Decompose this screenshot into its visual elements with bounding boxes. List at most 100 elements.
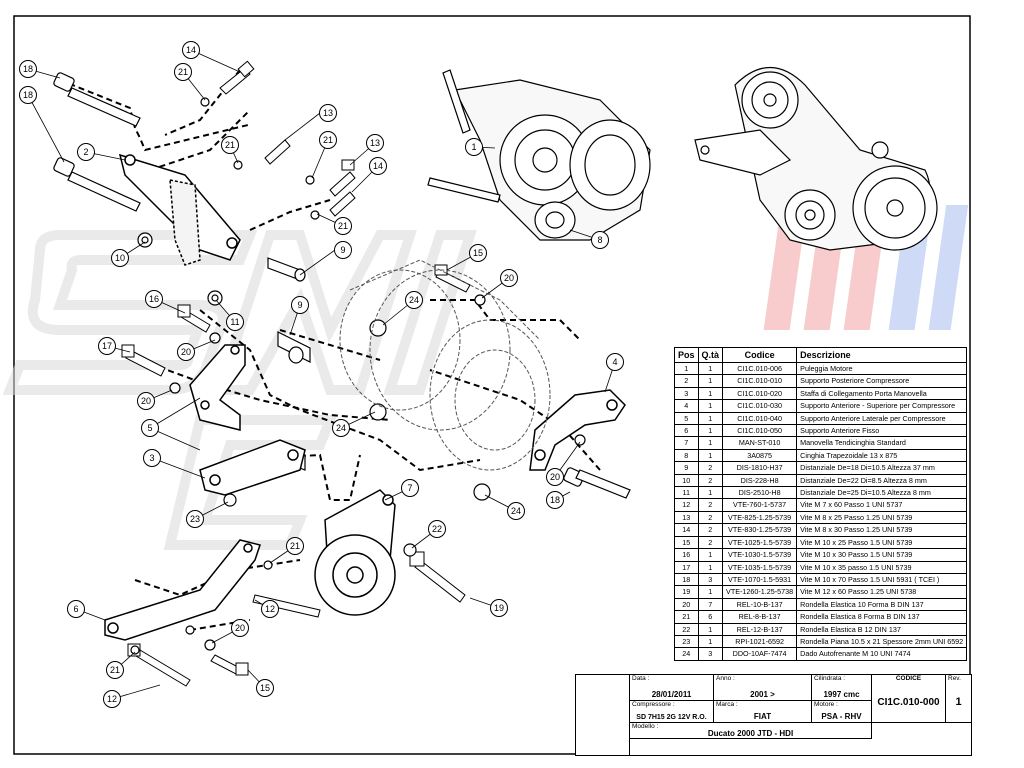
callout-number: 24 — [511, 506, 521, 516]
bom-code: DIS-1810-H37 — [722, 461, 798, 475]
bom-code: CI1C.010-006 — [722, 361, 798, 376]
bom-pos: 17 — [674, 560, 699, 574]
callout-number: 9 — [297, 300, 302, 310]
tb-date-label: Data : — [632, 675, 650, 682]
bom-qty: 1 — [697, 386, 724, 401]
bom-code: CI1C.010-030 — [722, 399, 798, 413]
bom-pos: 7 — [674, 436, 699, 450]
bom-code: VTE-1260-1.25-5738 — [722, 585, 798, 599]
callout-circle — [256, 679, 274, 697]
callout-11: 11 — [226, 313, 244, 331]
callout-circle — [77, 143, 95, 161]
callout-circle — [401, 479, 419, 497]
bom-qty: 1 — [697, 448, 724, 463]
tb-revision-label: Rev. — [948, 675, 961, 682]
callout-circle — [366, 134, 384, 152]
callout-24: 24 — [332, 419, 350, 437]
bom-description: Vite M 10 x 25 Passo 1.5 UNI 5739 — [796, 535, 968, 550]
callout-13: 13 — [319, 104, 337, 122]
bom-qty: 1 — [697, 548, 724, 562]
callout-19: 19 — [490, 599, 508, 617]
bom-pos: 4 — [674, 399, 699, 413]
callout-number: 12 — [107, 694, 117, 704]
tb-revision: Rev. 1 — [946, 675, 971, 723]
callout-number: 9 — [340, 245, 345, 255]
callout-circle — [106, 661, 124, 679]
callout-circle — [67, 600, 85, 618]
callout-circle — [319, 131, 337, 149]
callout-circle — [490, 599, 508, 617]
callout-number: 18 — [550, 495, 560, 505]
callout-number: 8 — [597, 235, 602, 245]
bom-qty: 3 — [697, 647, 724, 661]
bom-qty: 1 — [697, 399, 724, 413]
callout-circle — [19, 86, 37, 104]
bom-pos: 2 — [674, 374, 699, 388]
callout-12: 12 — [261, 600, 279, 618]
callout-number: 15 — [473, 248, 483, 258]
bom-qty: 2 — [697, 510, 724, 525]
callout-14: 14 — [369, 157, 387, 175]
callout-20: 20 — [177, 343, 195, 361]
bom-qty: 1 — [697, 634, 724, 649]
bom-pos: 13 — [674, 510, 699, 525]
bom-description: Dado Autofrenante M 10 UNI 7474 — [796, 647, 968, 661]
tb-model-value: Ducato 2000 JTD - HDI — [707, 729, 794, 738]
bom-code: 3A0875 — [722, 448, 798, 463]
bom-qty: 7 — [697, 597, 724, 612]
callout-2: 2 — [77, 143, 95, 161]
bom-description: Distanziale De=18 Di=10.5 Altezza 37 mm — [796, 461, 968, 475]
tb-compressor: Compressore : SD 7H15 2G 12V R.O. — [630, 701, 714, 723]
callout-3: 3 — [143, 449, 161, 467]
callout-circle — [369, 157, 387, 175]
bom-code: MAN-ST-010 — [722, 436, 798, 450]
callout-17: 17 — [98, 337, 116, 355]
tb-brand-value: FIAT — [753, 712, 772, 721]
title-block: Data : 28/01/2011 Anno : 2001 > Cilindra… — [575, 674, 972, 756]
bom-code: VTE-1030-1.5-5739 — [722, 548, 798, 562]
bom-code: REL-8-B-137 — [722, 610, 798, 624]
callout-labels: 2345678991011121213131414115151617181818… — [19, 41, 624, 708]
callout-circle — [103, 690, 121, 708]
bom-qty: 1 — [697, 361, 724, 376]
callout-circle — [606, 353, 624, 371]
callout-circle — [111, 249, 129, 267]
bom-qty: 2 — [697, 498, 724, 512]
callout-circle — [231, 619, 249, 637]
callout-circle — [177, 343, 195, 361]
callout-24: 24 — [405, 291, 423, 309]
callout-circle — [500, 269, 518, 287]
callout-number: 13 — [370, 138, 380, 148]
bom-pos: 11 — [674, 486, 699, 500]
tb-brand: Marca : FIAT — [714, 701, 812, 723]
callout-number: 24 — [409, 295, 419, 305]
callout-circle — [469, 244, 487, 262]
callout-circle — [182, 41, 200, 59]
callout-9: 9 — [291, 296, 309, 314]
callout-circle — [286, 537, 304, 555]
bom-description: Supporto Anteriore Laterale per Compress… — [796, 411, 968, 426]
callout-circle — [291, 296, 309, 314]
callout-12: 12 — [103, 690, 121, 708]
callout-6: 6 — [67, 600, 85, 618]
callout-circle — [221, 136, 239, 154]
bom-description: Distanziale De=22 Di=8.5 Altezza 8 mm — [796, 473, 968, 488]
callout-number: 14 — [373, 161, 383, 171]
bom-pos: 22 — [674, 622, 699, 636]
callout-number: 21 — [323, 135, 333, 145]
callout-circle — [137, 392, 155, 410]
tb-model: Modello : Ducato 2000 JTD - HDI — [630, 723, 872, 739]
callout-number: 20 — [504, 273, 514, 283]
tb-code: CODICE CI1C.010-000 — [872, 675, 946, 723]
callout-9: 9 — [334, 241, 352, 259]
callout-circle — [143, 449, 161, 467]
bom-qty: 1 — [697, 436, 724, 450]
bom-qty: 1 — [697, 411, 724, 426]
